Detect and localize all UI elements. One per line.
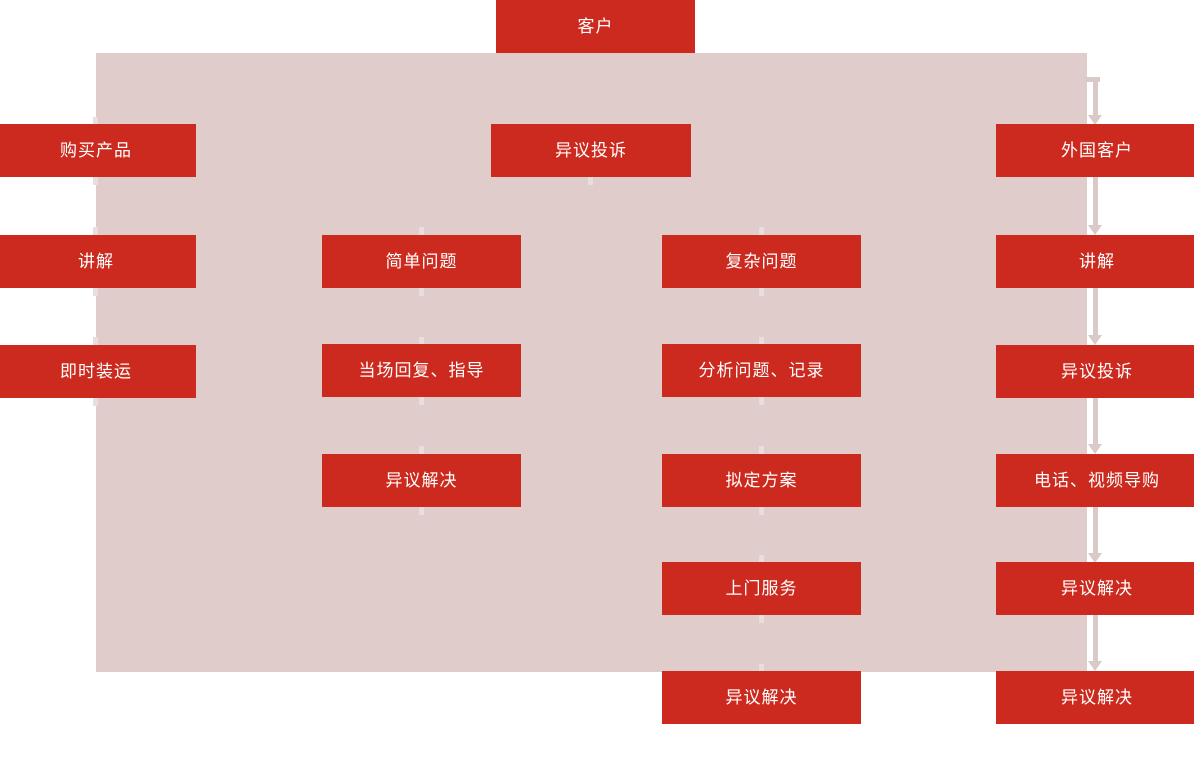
connector-stub <box>759 288 764 296</box>
node-phone-video-shopping-guide[interactable]: 电话、视频导购 <box>996 454 1194 507</box>
connector-stub <box>419 446 424 454</box>
node-explain-foreign[interactable]: 讲解 <box>996 235 1194 288</box>
node-analyze-record[interactable]: 分析问题、记录 <box>662 344 861 397</box>
connector-stub <box>419 337 424 345</box>
node-customer-root[interactable]: 客户 <box>496 0 695 53</box>
node-complaint[interactable]: 异议投诉 <box>491 124 691 177</box>
connector-stub <box>759 446 764 454</box>
node-complex-issue-resolved[interactable]: 异议解决 <box>662 671 861 724</box>
connector-stub <box>759 664 764 672</box>
node-instant-shipping[interactable]: 即时装运 <box>0 345 196 398</box>
connector-stub <box>93 337 98 345</box>
node-simple-issue[interactable]: 简单问题 <box>322 235 521 288</box>
flow-arrowhead <box>1088 115 1102 125</box>
connector-stub <box>93 288 98 296</box>
node-onsite-service[interactable]: 上门服务 <box>662 562 861 615</box>
connector-stub <box>93 398 98 406</box>
flow-arrowhead <box>1088 225 1102 235</box>
flow-line <box>1093 507 1098 557</box>
node-foreign-issue-resolved-final[interactable]: 异议解决 <box>996 671 1194 724</box>
node-onsite-reply-guidance[interactable]: 当场回复、指导 <box>322 344 521 397</box>
connector-stub <box>759 337 764 345</box>
node-foreign-complaint[interactable]: 异议投诉 <box>996 345 1194 398</box>
node-simple-issue-resolved[interactable]: 异议解决 <box>322 454 521 507</box>
flow-arrowhead <box>1088 335 1102 345</box>
connector-stub <box>419 397 424 405</box>
connector-stub <box>759 507 764 515</box>
connector-stub <box>759 555 764 563</box>
connector-stub <box>419 227 424 235</box>
flow-arrowhead <box>1088 444 1102 454</box>
flow-line <box>1093 288 1098 339</box>
connector-stub <box>759 227 764 235</box>
connector-stub <box>588 177 593 185</box>
flow-arrowhead <box>1088 661 1102 671</box>
flow-arrowhead <box>1088 553 1102 563</box>
node-draft-plan[interactable]: 拟定方案 <box>662 454 861 507</box>
node-complex-issue[interactable]: 复杂问题 <box>662 235 861 288</box>
flow-line <box>1093 615 1098 665</box>
connector-stub <box>759 397 764 405</box>
connector-stub <box>759 615 764 623</box>
connector-stub <box>93 227 98 235</box>
flow-elbow <box>1084 77 1100 82</box>
node-explain-purchase[interactable]: 讲解 <box>0 235 196 288</box>
node-foreign-customer[interactable]: 外国客户 <box>996 124 1194 177</box>
flow-line <box>1093 398 1098 448</box>
connector-stub <box>93 177 98 185</box>
node-foreign-issue-resolved[interactable]: 异议解决 <box>996 562 1194 615</box>
connector-stub <box>419 507 424 515</box>
flow-line <box>1093 77 1098 119</box>
flow-line <box>1093 177 1098 229</box>
connector-stub <box>93 117 98 125</box>
connector-stub <box>419 288 424 296</box>
node-purchase-product[interactable]: 购买产品 <box>0 124 196 177</box>
